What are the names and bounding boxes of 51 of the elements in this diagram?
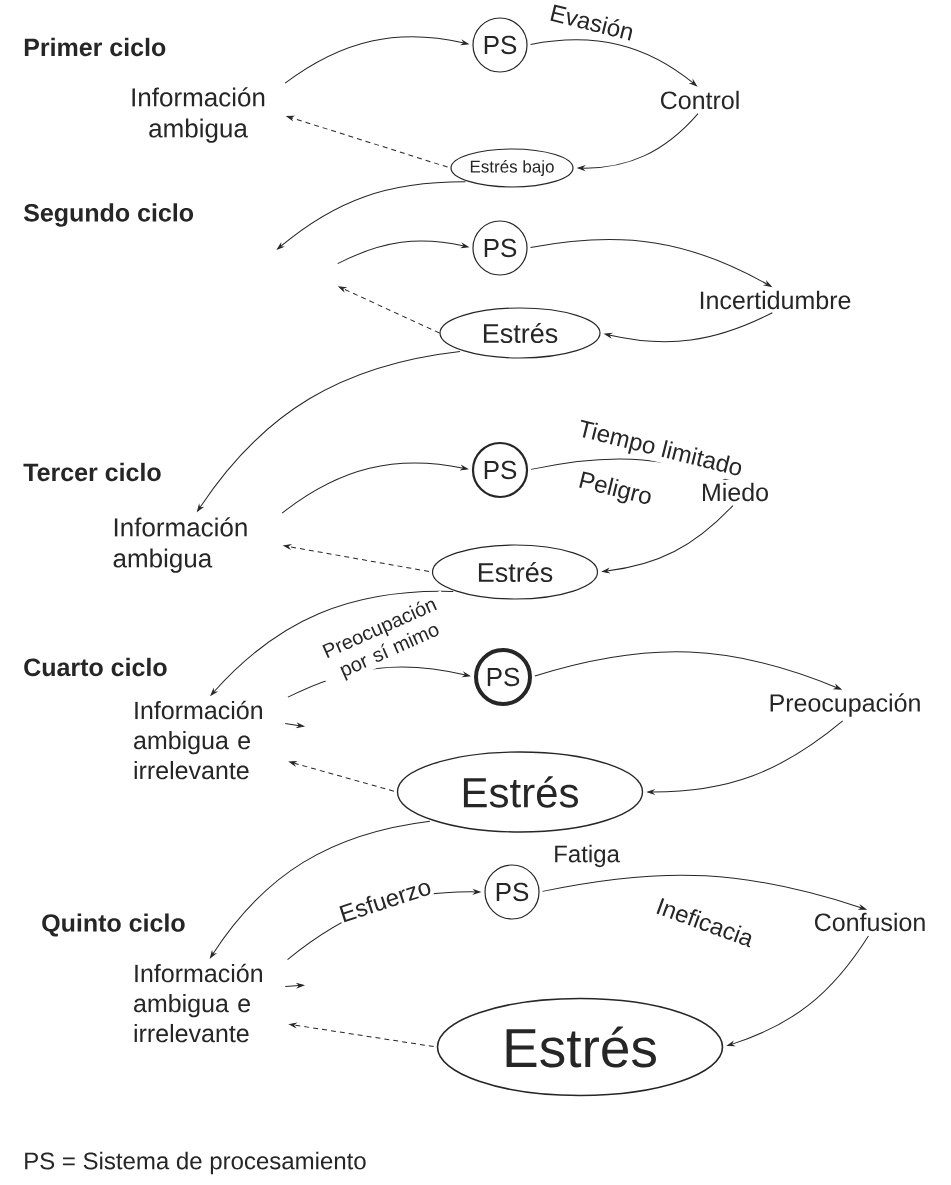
edge-label: Esfuerzo	[336, 875, 434, 925]
edge-label: Evasión	[547, 1, 637, 43]
arrow	[284, 723, 304, 728]
arrow	[530, 238, 772, 287]
arrow	[727, 935, 869, 1047]
ellipse-node: Estrés bajo	[450, 148, 574, 188]
ellipse-node: Estrés	[396, 751, 644, 833]
arrow	[534, 651, 842, 690]
ellipse-node: Estrés	[436, 997, 724, 1097]
node-text: Confusion	[815, 912, 925, 932]
key-note: PS = Sistema de procesamiento	[25, 1151, 366, 1175]
circle-node: PS	[474, 648, 532, 706]
arrow	[542, 874, 867, 910]
arrow	[337, 240, 469, 265]
arrow	[604, 312, 773, 343]
cycle-heading: Cuarto ciclo	[24, 657, 167, 677]
cycle-heading: Quinto ciclo	[42, 913, 185, 937]
node-text: Preocupación	[770, 693, 920, 717]
arrow	[289, 1022, 435, 1048]
arrow	[281, 462, 468, 514]
cycle-heading: Primer ciclo	[24, 37, 166, 57]
arrow	[284, 36, 469, 84]
node-text: Información ambigua	[132, 87, 265, 143]
arrow	[647, 720, 844, 795]
arrow	[197, 350, 461, 512]
arrow	[277, 181, 466, 250]
cycle-heading: Segundo ciclo	[23, 203, 194, 227]
arrow	[338, 286, 440, 334]
node-text: Información ambigua e irrelevante	[134, 700, 262, 780]
arrow	[289, 761, 395, 792]
node-text: Control	[661, 90, 739, 110]
arrow	[286, 115, 449, 168]
arrow	[577, 113, 699, 171]
ellipse-node: Estrés	[439, 307, 601, 359]
arrow	[284, 983, 304, 989]
circle-node: PS	[484, 864, 540, 920]
arrow	[602, 505, 734, 574]
circle-node: PS	[471, 441, 529, 499]
node-text: Miedo	[703, 482, 768, 502]
node-text: Incertidumbre	[700, 290, 851, 310]
node-text: Información ambigua e irrelevante	[134, 963, 262, 1043]
arrow	[210, 590, 454, 696]
annotation: Fatiga	[555, 844, 620, 868]
arrow	[210, 820, 431, 959]
circle-node: PS	[472, 17, 528, 73]
node-text: Información ambigua	[113, 517, 247, 573]
circle-node: PS	[472, 220, 528, 276]
arrow	[530, 39, 697, 87]
cycle-heading: Tercer ciclo	[23, 462, 161, 482]
arrow	[283, 544, 430, 572]
ellipse-node: Estrés	[431, 544, 599, 600]
